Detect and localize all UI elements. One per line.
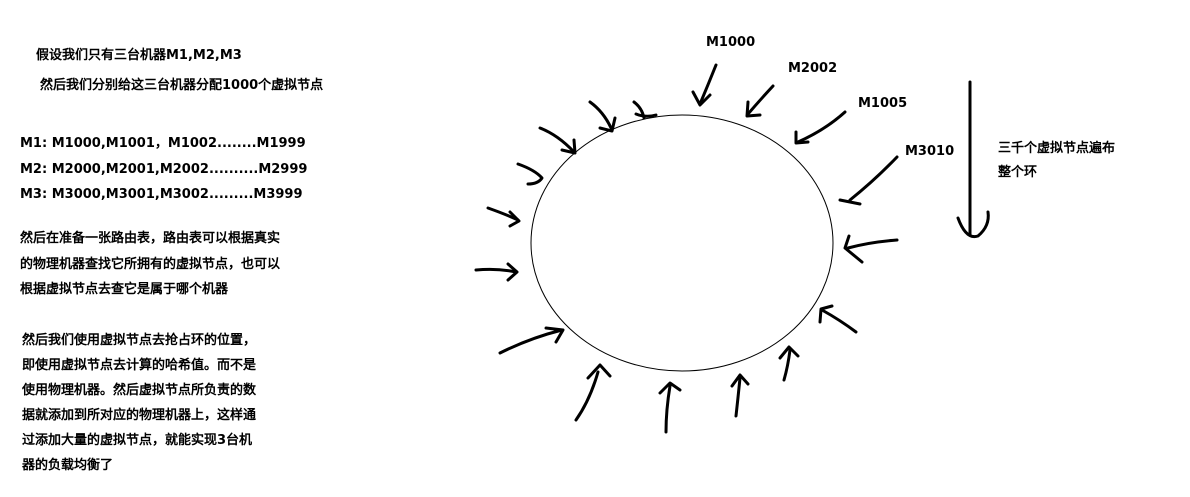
- hashing-line-6: 器的负载均衡了: [22, 458, 114, 473]
- arrow-bottom-1: [574, 363, 612, 422]
- arrow-top-left-1: [632, 100, 658, 120]
- arrow-vertical-side: [956, 80, 990, 239]
- arrow-bottom-4: [778, 345, 800, 382]
- node-label-m3010: M3010: [905, 144, 955, 159]
- arrow-right-1: [843, 234, 899, 264]
- arrow-top-left-2: [588, 100, 617, 133]
- hashing-line-2: 即使用虚拟节点去计算的哈希值。而不是: [22, 358, 257, 373]
- hashing-line-1: 然后我们使用虚拟节点去抢占环的位置，: [22, 333, 257, 348]
- arrow-left-1: [516, 162, 544, 186]
- intro-line-2: 然后我们分别给这三台机器分配1000个虚拟节点: [40, 78, 324, 93]
- arrow-bottom-3: [730, 373, 750, 418]
- arrow-m2002: [745, 84, 775, 118]
- assignment-m2: M2: M2000,M2001,M2002..........M2999: [20, 162, 308, 177]
- routing-line-2: 的物理机器查找它所拥有的虚拟节点，也可以: [20, 257, 281, 272]
- assignment-m3: M3: M3000,M3001,M3002.........M3999: [20, 187, 303, 202]
- arrow-left-2: [486, 206, 521, 228]
- side-note-line-1: 三千个虚拟节点遍布: [998, 141, 1116, 156]
- side-note-line-2: 整个环: [998, 165, 1038, 180]
- assignment-m1: M1: M1000,M1001，M1002........M1999: [20, 136, 306, 151]
- node-label-m2002: M2002: [788, 61, 838, 76]
- arrow-right-2: [818, 304, 858, 334]
- arrow-m1000: [691, 63, 718, 107]
- intro-line-1: 假设我们只有三台机器M1,M2,M3: [36, 48, 242, 63]
- arrow-left-4: [498, 326, 565, 355]
- node-label-m1000: M1000: [706, 35, 756, 50]
- hashing-line-5: 过添加大量的虚拟节点，就能实现3台机: [22, 433, 253, 448]
- hashing-line-4: 据就添加到所对应的物理机器上，这样通: [22, 408, 257, 423]
- arrow-m1005: [794, 110, 847, 145]
- routing-line-1: 然后在准备一张路由表，路由表可以根据真实: [20, 231, 281, 246]
- hash-ring: [530, 114, 834, 372]
- arrow-top-left-3: [538, 126, 577, 155]
- node-label-m1005: M1005: [858, 96, 908, 111]
- arrow-m3010: [838, 155, 899, 206]
- arrow-left-3: [474, 262, 519, 282]
- arrow-bottom-2: [658, 381, 682, 434]
- hashing-line-3: 使用物理机器。然后虚拟节点所负责的数: [22, 383, 257, 398]
- routing-line-3: 根据虚拟节点去查它是属于哪个机器: [20, 282, 229, 297]
